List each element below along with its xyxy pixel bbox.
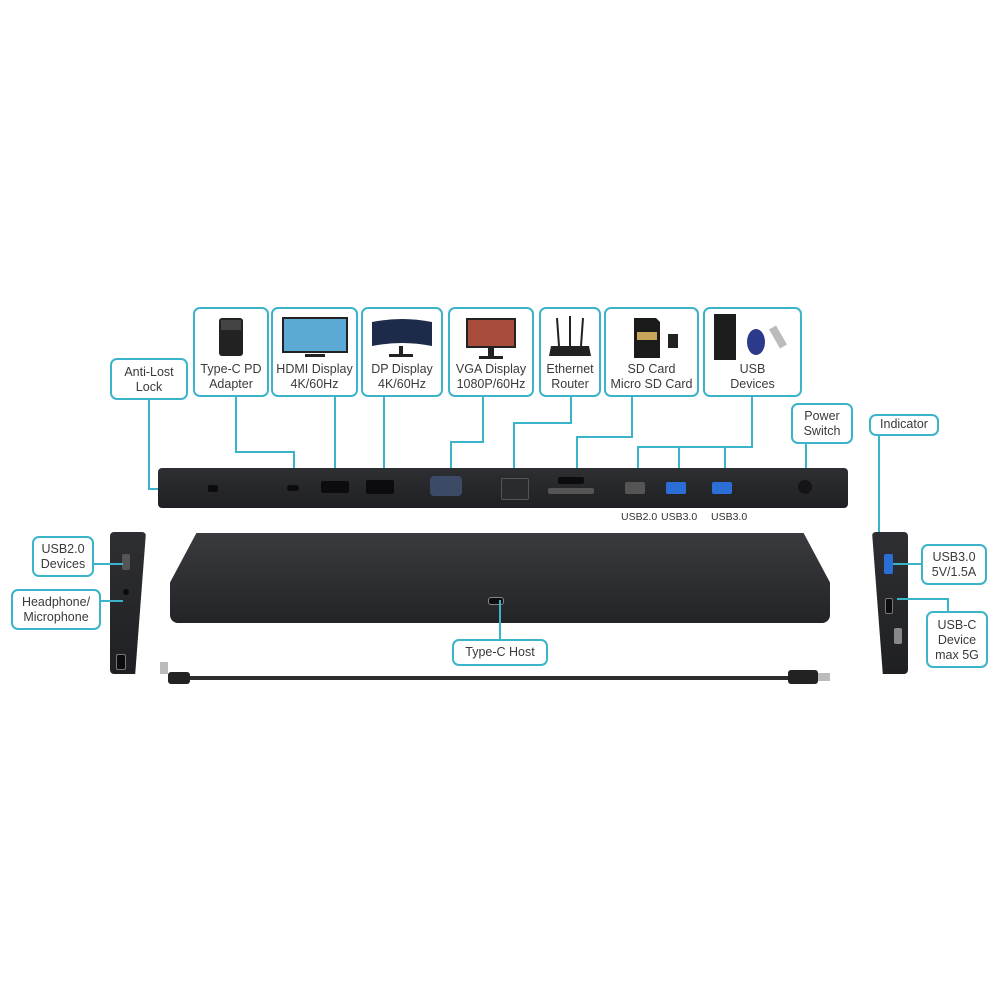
dp-monitor-icon: [365, 311, 439, 362]
usb30-port-1: [666, 482, 686, 494]
callout-ethernet-router: Ethernet Router: [539, 307, 601, 397]
sd-card-slot: [558, 477, 584, 484]
headphone-jack: [123, 589, 129, 595]
side-usbc-port: [116, 654, 126, 670]
callout-anti-lost-lock: Anti-Lost Lock: [110, 358, 188, 400]
power-switch-button: [798, 480, 812, 494]
usb20-port: [625, 482, 645, 494]
type-c-pd-port: [287, 485, 299, 491]
side-lower-port: [894, 628, 902, 644]
callout-indicator: Indicator: [869, 414, 939, 436]
lock-slot: [208, 485, 218, 492]
callout-power-switch: Power Switch: [791, 403, 853, 444]
callout-type-c-pd-adapter: Type-C PD Adapter: [193, 307, 269, 397]
vga-port: [430, 476, 462, 496]
type-c-cable: [160, 662, 830, 684]
callout-sd-card: SD Card Micro SD Card: [604, 307, 699, 397]
port-label-usb30-a: USB3.0: [661, 511, 698, 523]
callout-type-c-host: Type-C Host: [452, 639, 548, 666]
callout-usb-c-device: USB-C Device max 5G: [926, 611, 988, 668]
port-label-usb20: USB2.0: [621, 511, 658, 523]
port-label-usb30-b: USB3.0: [711, 511, 748, 523]
hdmi-monitor-icon: [275, 311, 354, 362]
left-side-panel: [110, 532, 146, 674]
side-usb20-port: [122, 554, 130, 570]
micro-sd-slot: [548, 488, 594, 494]
callout-usb-devices: USB Devices: [703, 307, 802, 397]
usb30-port-2: [712, 482, 732, 494]
callout-usb20-devices: USB2.0 Devices: [32, 536, 94, 577]
dock-front-panel: [158, 468, 848, 508]
callout-hdmi-display: HDMI Display 4K/60Hz: [271, 307, 358, 397]
side-usbc-device-port: [885, 598, 893, 614]
ethernet-port: [501, 478, 529, 500]
right-side-panel: [872, 532, 908, 674]
callout-dp-display: DP Display 4K/60Hz: [361, 307, 443, 397]
dp-port: [366, 480, 394, 494]
hdmi-port: [321, 481, 349, 493]
callout-vga-display: VGA Display 1080P/60Hz: [448, 307, 534, 397]
router-icon: [543, 311, 597, 362]
sd-card-icon: [608, 311, 695, 362]
type-c-host-port: [488, 597, 504, 605]
callout-usb30-side: USB3.0 5V/1.5A: [921, 544, 987, 585]
callout-headphone-microphone: Headphone/ Microphone: [11, 589, 101, 630]
usb-devices-icon: [707, 311, 798, 362]
power-adapter-icon: [197, 311, 265, 362]
vga-monitor-icon: [452, 311, 530, 362]
side-usb30-port: [884, 554, 893, 574]
